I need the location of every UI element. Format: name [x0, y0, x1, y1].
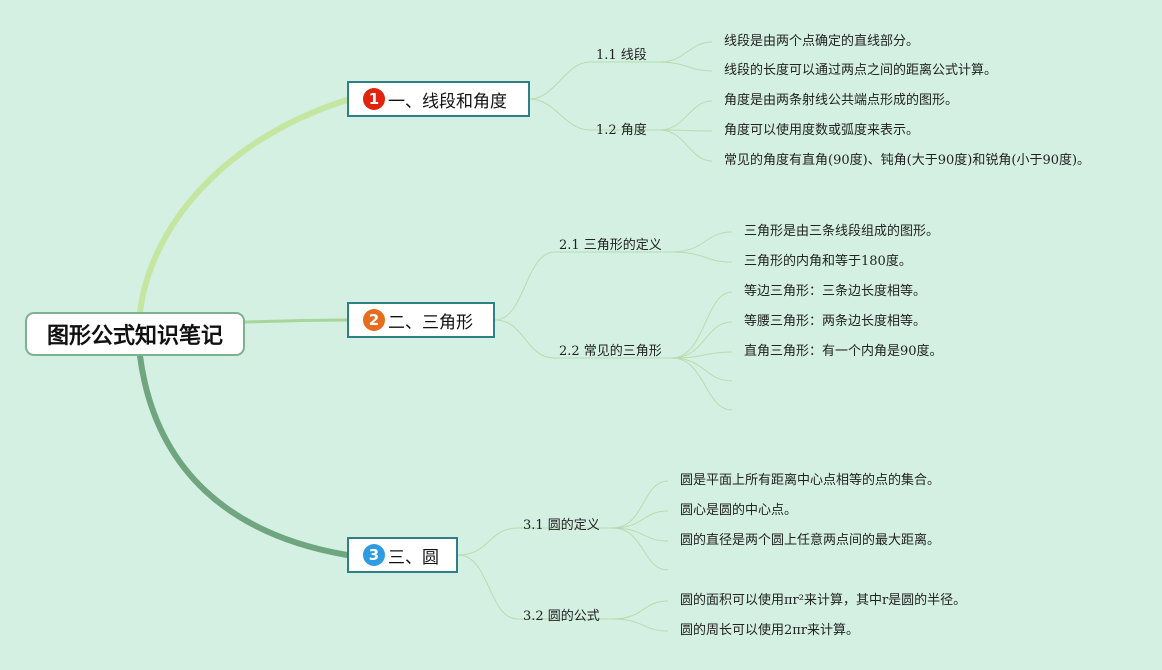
topic-title: 一、线段和角度 [388, 91, 507, 112]
leaf-3-1-3[interactable]: 圆的直径是两个圆上任意两点间的最大距离。 [680, 533, 941, 548]
leaf-1-2-1[interactable]: 角度是由两条射线公共端点形成的图形。 [724, 93, 959, 108]
leaf-1-1-2[interactable]: 线段的长度可以通过两点之间的距离公式计算。 [724, 63, 998, 78]
leaf-2-1-2[interactable]: 三角形的内角和等于180度。 [744, 254, 912, 269]
leaf-2-2-3[interactable]: 直角三角形：有一个内角是90度。 [744, 344, 943, 359]
root-topic[interactable]: 图形公式知识笔记 [25, 312, 245, 356]
topic-circle[interactable]: 3 三、圆 [347, 537, 458, 573]
leaf-3-1-2[interactable]: 圆心是圆的中心点。 [680, 503, 798, 518]
subtopic-2-1[interactable]: 2.1 三角形的定义 [559, 238, 662, 253]
subtopic-2-2[interactable]: 2.2 常见的三角形 [559, 344, 662, 359]
number-2-badge: 2 [363, 309, 385, 331]
topic-triangles[interactable]: 2 二、三角形 [347, 302, 495, 338]
number-3-badge: 3 [363, 544, 385, 566]
root-branch-2-connector [244, 318, 348, 324]
leaf-3-1-1[interactable]: 圆是平面上所有距离中心点相等的点的集合。 [680, 473, 941, 488]
topic-line-segments-angles[interactable]: 1 一、线段和角度 [347, 81, 530, 117]
subtopic-1-2[interactable]: 1.2 角度 [596, 123, 647, 138]
leaf-1-2-3[interactable]: 常见的角度有直角(90度)、钝角(大于90度)和锐角(小于90度)。 [724, 153, 1091, 168]
topic-title: 三、圆 [388, 547, 439, 568]
leaf-1-2-2[interactable]: 角度可以使用度数或弧度来表示。 [724, 123, 920, 138]
leaf-3-2-1[interactable]: 圆的面积可以使用πr²来计算，其中r是圆的半径。 [680, 593, 967, 608]
subtopic-3-2[interactable]: 3.2 圆的公式 [523, 609, 600, 624]
root-branch-1-connector [137, 97, 350, 315]
leaf-2-2-1[interactable]: 等边三角形：三条边长度相等。 [744, 284, 927, 299]
subtopic-3-1[interactable]: 3.1 圆的定义 [523, 518, 600, 533]
leaf-2-1-1[interactable]: 三角形是由三条线段组成的图形。 [744, 224, 940, 239]
number-1-badge: 1 [363, 88, 385, 110]
detail-connectors [457, 41, 733, 632]
topic-title: 二、三角形 [388, 312, 473, 333]
subtopic-1-1[interactable]: 1.1 线段 [596, 48, 647, 63]
root-branch-3-connector [137, 353, 350, 558]
leaf-2-2-2[interactable]: 等腰三角形：两条边长度相等。 [744, 314, 927, 329]
leaf-3-2-2[interactable]: 圆的周长可以使用2πr来计算。 [680, 623, 860, 638]
leaf-1-1-1[interactable]: 线段是由两个点确定的直线部分。 [724, 34, 920, 49]
